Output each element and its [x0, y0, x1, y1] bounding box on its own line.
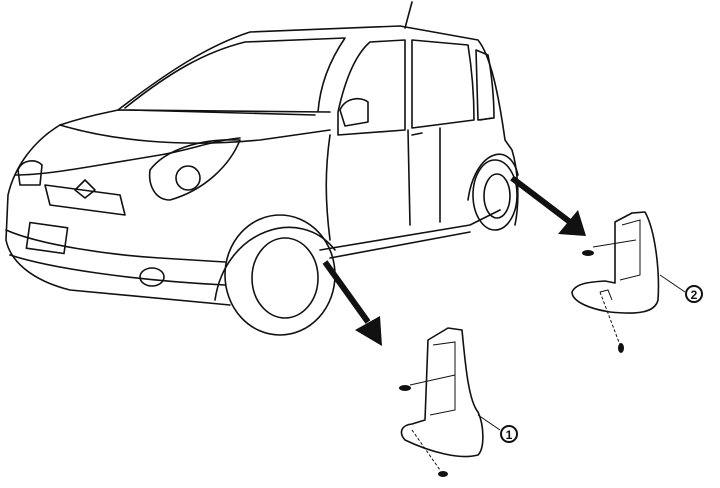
rear-mud-flap — [571, 211, 686, 353]
arrow-front — [322, 260, 382, 346]
callout-label: 1 — [506, 428, 513, 442]
screw-icon — [399, 385, 411, 391]
screw-icon — [438, 471, 448, 477]
callout-1: 1 — [500, 425, 518, 443]
front-mud-flap — [399, 327, 501, 477]
screw-icon — [582, 250, 594, 256]
callout-label: 2 — [691, 288, 698, 302]
arrow-rear — [510, 175, 586, 236]
callout-2: 2 — [685, 285, 703, 303]
screw-icon — [618, 343, 624, 353]
car-illustration — [5, 1, 519, 336]
